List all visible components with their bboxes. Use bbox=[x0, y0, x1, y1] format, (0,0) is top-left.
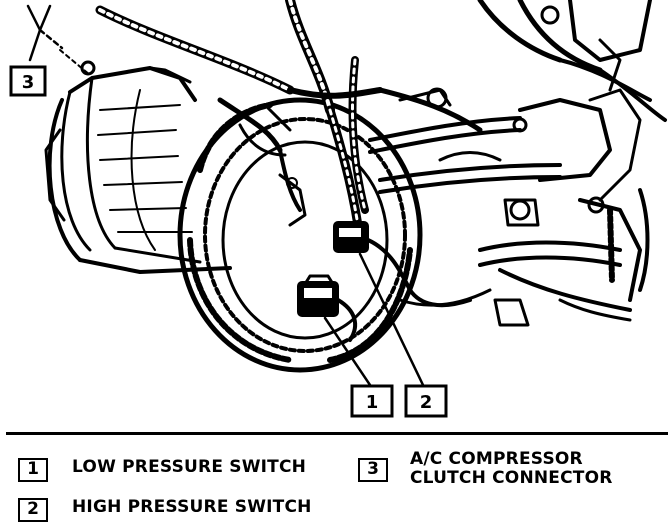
ac-compressor bbox=[44, 66, 232, 274]
refrigerant-lines bbox=[368, 0, 667, 327]
low-pressure-switch bbox=[297, 274, 358, 342]
mounting-bolt bbox=[59, 49, 307, 227]
legend-label: LOW PRESSURE SWITCH bbox=[72, 457, 307, 477]
callout-3-label: 3 bbox=[22, 72, 35, 93]
callout-2: 2 bbox=[404, 384, 448, 418]
legend-number: 1 bbox=[18, 458, 48, 482]
legend-label: HIGH PRESSURE SWITCH bbox=[72, 497, 312, 517]
compressor-clutch-ring bbox=[177, 97, 423, 373]
legend-label: A/C COMPRESSOR CLUTCH CONNECTOR bbox=[410, 449, 613, 488]
engine-bracket bbox=[503, 0, 652, 302]
callout-3: 3 bbox=[9, 65, 47, 97]
legend-number: 2 bbox=[18, 498, 48, 522]
leader-lines bbox=[26, 4, 425, 387]
callout-1-label: 1 bbox=[366, 392, 379, 413]
legend-item-2: 2 HIGH PRESSURE SWITCH bbox=[18, 498, 312, 522]
legend-number: 3 bbox=[358, 458, 388, 482]
legend-item-3: 3 A/C COMPRESSOR CLUTCH CONNECTOR bbox=[358, 450, 613, 488]
high-pressure-switch bbox=[333, 221, 472, 308]
callout-1: 1 bbox=[350, 384, 394, 418]
legend-item-1: 1 LOW PRESSURE SWITCH bbox=[18, 458, 306, 482]
engine-compartment-illustration: 3 1 2 bbox=[9, 0, 667, 418]
callout-2-label: 2 bbox=[420, 392, 433, 413]
legend-divider bbox=[6, 432, 668, 435]
